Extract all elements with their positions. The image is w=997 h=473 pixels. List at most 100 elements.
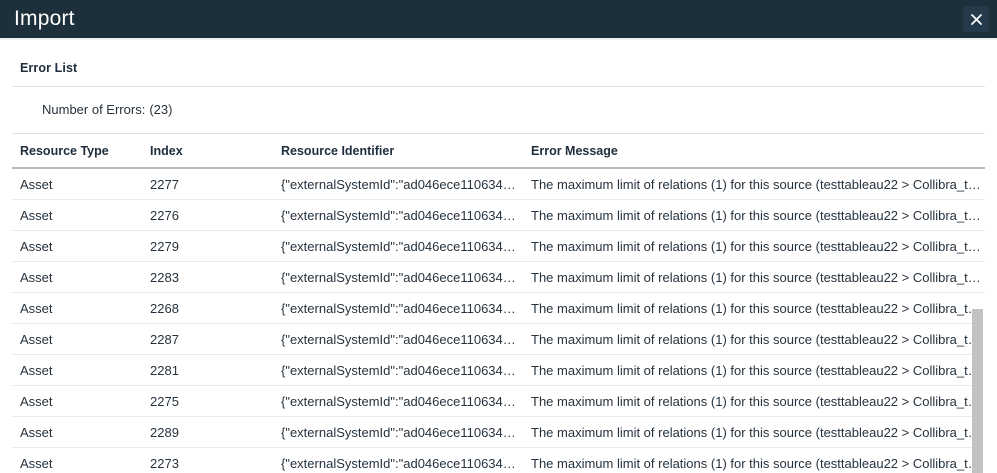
cell-index-text: 2275 <box>150 393 179 409</box>
cell-error-message-text: The maximum limit of relations (1) for t… <box>531 300 985 316</box>
section-heading: Error List <box>20 61 78 75</box>
cell-resource-type: Asset <box>12 385 142 417</box>
cell-resource-type-text: Asset <box>20 455 53 471</box>
cell-resource-type-text: Asset <box>20 238 53 254</box>
cell-resource-identifier: {"externalSystemId":"ad046ece110634… <box>273 354 523 386</box>
cell-resource-identifier: {"externalSystemId":"ad046ece110634… <box>273 199 523 231</box>
cell-error-message: The maximum limit of relations (1) for t… <box>523 447 985 473</box>
cell-index-text: 2277 <box>150 176 179 192</box>
cell-index: 2268 <box>142 292 273 324</box>
section-divider <box>12 86 985 87</box>
cell-resource-identifier-text: {"externalSystemId":"ad046ece110634… <box>281 362 516 378</box>
cell-resource-identifier: {"externalSystemId":"ad046ece110634… <box>273 261 523 293</box>
error-count-value: (23) <box>149 102 173 117</box>
cell-resource-identifier: {"externalSystemId":"ad046ece110634… <box>273 168 523 200</box>
cell-resource-type: Asset <box>12 292 142 324</box>
table-row[interactable]: Asset 2277 {"externalSystemId":"ad046ece11… <box>12 168 985 200</box>
table-header: Resource Type Index Resource Identifier … <box>12 134 985 169</box>
cell-resource-type: Asset <box>12 261 142 293</box>
cell-error-message: The maximum limit of relations (1) for t… <box>523 323 985 355</box>
page-title: Import <box>14 6 75 30</box>
cell-index-text: 2289 <box>150 424 179 440</box>
cell-resource-type: Asset <box>12 447 142 473</box>
cell-error-message: The maximum limit of relations (1) for t… <box>523 416 985 448</box>
cell-error-message-text: The maximum limit of relations (1) for t… <box>531 393 985 409</box>
cell-index-text: 2281 <box>150 362 179 378</box>
cell-error-message-text: The maximum limit of relations (1) for t… <box>531 331 985 347</box>
cell-error-message: The maximum limit of relations (1) for t… <box>523 385 985 417</box>
cell-error-message: The maximum limit of relations (1) for t… <box>523 230 985 262</box>
cell-index: 2273 <box>142 447 273 473</box>
cell-index: 2287 <box>142 323 273 355</box>
cell-error-message-text: The maximum limit of relations (1) for t… <box>531 207 985 223</box>
cell-index: 2283 <box>142 261 273 293</box>
column-header-resource-identifier[interactable]: Resource Identifier <box>273 134 523 169</box>
cell-error-message: The maximum limit of relations (1) for t… <box>523 168 985 200</box>
table-row[interactable]: Asset 2281 {"externalSystemId":"ad046ece11… <box>12 354 985 386</box>
cell-error-message-text: The maximum limit of relations (1) for t… <box>531 269 985 285</box>
cell-resource-type-text: Asset <box>20 424 53 440</box>
cell-resource-identifier: {"externalSystemId":"ad046ece110634… <box>273 385 523 417</box>
cell-resource-type: Asset <box>12 323 142 355</box>
error-table: Resource Type Index Resource Identifier … <box>12 134 985 473</box>
table-top-divider <box>12 133 985 134</box>
column-header-resource-type[interactable]: Resource Type <box>12 134 142 169</box>
close-icon <box>970 13 982 25</box>
cell-index-text: 2283 <box>150 269 179 285</box>
cell-resource-identifier: {"externalSystemId":"ad046ece110634… <box>273 292 523 324</box>
table-row[interactable]: Asset 2287 {"externalSystemId":"ad046ece11… <box>12 323 985 355</box>
cell-index-text: 2276 <box>150 207 179 223</box>
error-table-container: Resource Type Index Resource Identifier … <box>0 133 997 473</box>
table-row[interactable]: Asset 2279{"externalSystemId":"ad046ece11… <box>12 230 985 262</box>
cell-error-message-text: The maximum limit of relations (1) for t… <box>531 176 985 192</box>
table-row[interactable]: Asset 2276 {"externalSystemId":"ad046ece11… <box>12 199 985 231</box>
cell-error-message-text: The maximum limit of relations (1) for t… <box>531 424 985 440</box>
table-row[interactable]: Asset 2283 {"externalSystemId":"ad046ece11… <box>12 261 985 293</box>
cell-resource-type-text: Asset <box>20 362 53 378</box>
table-row[interactable]: Asset 2273 {"externalSystemId":"ad046ece11… <box>12 447 985 473</box>
cell-resource-type-text: Asset <box>20 331 53 347</box>
modal-titlebar: Import <box>0 0 997 38</box>
cell-resource-identifier-text: {"externalSystemId":"ad046ece110634… <box>281 300 516 316</box>
cell-resource-identifier-text: {"externalSystemId":"ad046ece110634… <box>281 176 516 192</box>
cell-resource-identifier-text: {"externalSystemId":"ad046ece110634… <box>281 424 516 440</box>
cell-resource-type: Asset <box>12 354 142 386</box>
table-scrollbar-track[interactable] <box>979 309 995 473</box>
table-header-row: Resource Type Index Resource Identifier … <box>12 134 985 169</box>
table-row[interactable]: Asset 2289 {"externalSystemId":"ad046ece11… <box>12 416 985 448</box>
cell-index: 2277 <box>142 168 273 200</box>
column-header-index[interactable]: Index <box>142 134 273 169</box>
cell-resource-identifier: {"externalSystemId":"ad046ece110634… <box>273 230 523 262</box>
cell-resource-type: Asset <box>12 416 142 448</box>
table-body: Asset 2277 {"externalSystemId":"ad046ece11… <box>12 168 985 473</box>
cell-resource-type-text: Asset <box>20 269 53 285</box>
cell-index: 2279 <box>142 230 273 262</box>
cell-error-message-text: The maximum limit of relations (1) for t… <box>531 455 985 471</box>
cell-resource-type: Asset <box>12 168 142 200</box>
table-scrollbar-thumb[interactable] <box>972 309 983 473</box>
cell-resource-type: Asset <box>12 230 142 262</box>
cell-error-message: The maximum limit of relations (1) for t… <box>523 292 985 324</box>
cell-error-message: The maximum limit of relations (1) for t… <box>523 261 985 293</box>
cell-index-text: 2273 <box>150 455 179 471</box>
cell-resource-identifier-text: {"externalSystemId":"ad046ece110634… <box>281 393 516 409</box>
cell-resource-identifier-text: {"externalSystemId":"ad046ece110634… <box>281 331 516 347</box>
cell-error-message-text: The maximum limit of relations (1) for t… <box>531 238 985 254</box>
cell-resource-identifier: {"externalSystemId":"ad046ece110634… <box>273 447 523 473</box>
error-count-label: Number of Errors: <box>42 102 146 117</box>
cell-index: 2289 <box>142 416 273 448</box>
cell-index-text: 2287 <box>150 331 179 347</box>
cell-resource-identifier: {"externalSystemId":"ad046ece110634… <box>273 323 523 355</box>
cell-index: 2276 <box>142 199 273 231</box>
table-row[interactable]: Asset 2275 {"externalSystemId":"ad046ece11… <box>12 385 985 417</box>
cell-resource-type: Asset <box>12 199 142 231</box>
close-button[interactable] <box>963 6 989 32</box>
titlebar-divider <box>0 38 997 40</box>
column-header-error-message[interactable]: Error Message <box>523 134 985 169</box>
cell-error-message-text: The maximum limit of relations (1) for t… <box>531 362 985 378</box>
cell-index: 2281 <box>142 354 273 386</box>
cell-error-message: The maximum limit of relations (1) for t… <box>523 199 985 231</box>
error-list-section: Error List Number of Errors:(23) <box>0 40 997 133</box>
